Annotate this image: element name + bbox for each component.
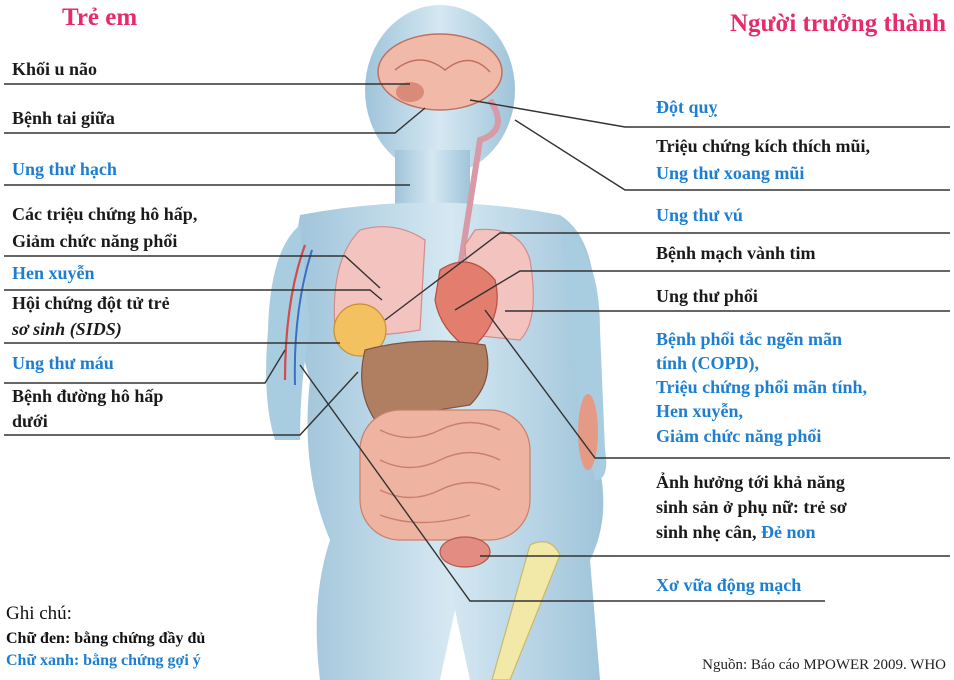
label-breast-cancer: Ung thư vú xyxy=(656,204,743,226)
label-respiratory-line2: Giảm chức năng phổi xyxy=(12,230,177,252)
label-stroke: Đột quỵ xyxy=(656,96,718,118)
legend-blue-note: Chữ xanh: bằng chứng gợi ý xyxy=(6,652,201,670)
label-nasal-irritation: Triệu chứng kích thích mũi, xyxy=(656,135,870,157)
brain-organ xyxy=(378,34,502,110)
label-sids-line2: sơ sinh (SIDS) xyxy=(12,318,122,340)
label-copd-line2: tính (COPD), xyxy=(656,352,759,374)
label-copd-line1: Bệnh phổi tắc ngẽn mãn xyxy=(656,328,842,350)
intestines-organ xyxy=(360,410,530,540)
label-copd-line4: Hen xuyễn, xyxy=(656,400,743,422)
title-adults: Người trưởng thành xyxy=(730,10,946,38)
label-nasal-sinus-cancer: Ung thư xoang mũi xyxy=(656,162,804,184)
label-leukemia: Ung thư máu xyxy=(12,352,114,374)
label-lower-resp-line2: dưới xyxy=(12,410,48,432)
label-preterm-birth: Đẻ non xyxy=(761,522,816,542)
label-respiratory-line1: Các triệu chứng hô hấp, xyxy=(12,203,197,225)
label-sids-line1: Hội chứng đột tử trẻ xyxy=(12,292,170,314)
title-children: Trẻ em xyxy=(62,4,137,32)
label-brain-tumor: Khối u não xyxy=(12,58,97,80)
label-lung-cancer: Ung thư phổi xyxy=(656,285,758,307)
label-coronary-heart: Bệnh mạch vành tim xyxy=(656,242,816,264)
label-fertility-line1: Ảnh hưởng tới khả năng xyxy=(656,471,845,493)
label-fertility-line2: sinh sản ở phụ nữ: trẻ sơ xyxy=(656,496,847,518)
legend-black-note: Chữ đen: bằng chứng đầy đủ xyxy=(6,630,205,648)
label-asthma-child: Hen xuyễn xyxy=(12,262,95,284)
legend-title: Ghi chú: xyxy=(6,603,72,625)
source-note: Nguồn: Báo cáo MPOWER 2009. WHO xyxy=(702,657,946,674)
label-copd-line5: Giảm chức năng phổi xyxy=(656,425,821,447)
label-atherosclerosis: Xơ vữa động mạch xyxy=(656,574,801,596)
label-lymphoma: Ung thư hạch xyxy=(12,158,117,180)
uterus-organ xyxy=(440,537,490,567)
label-copd-line3: Triệu chứng phổi mãn tính, xyxy=(656,376,867,398)
label-lower-resp-line1: Bệnh đường hô hấp xyxy=(12,385,163,407)
label-fertility-line3: sinh nhẹ cân, Đẻ non xyxy=(656,521,816,543)
label-middle-ear: Bệnh tai giữa xyxy=(12,107,115,129)
